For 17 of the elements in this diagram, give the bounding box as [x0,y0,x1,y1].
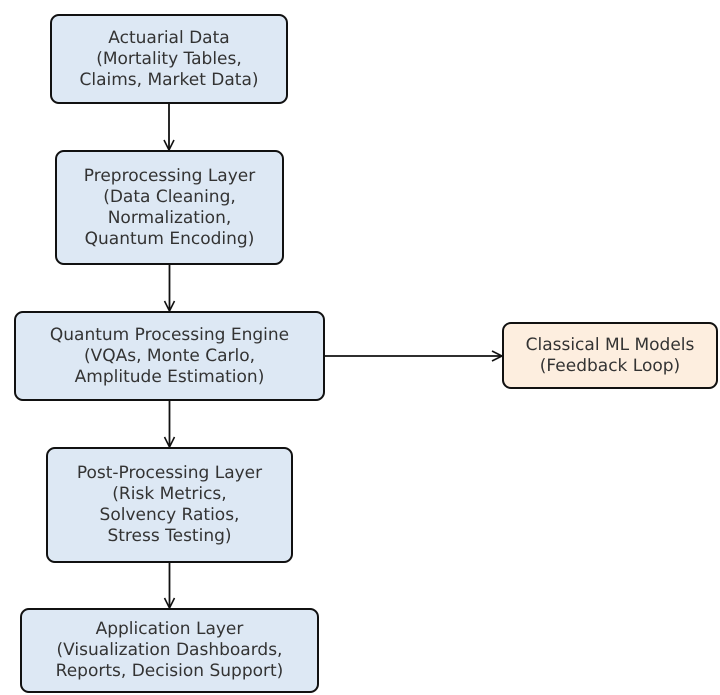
box-label: Quantum Processing Engine (VQAs, Monte Carlo, Amplitude Estimation) [48,324,290,388]
process-box [55,150,284,265]
arrow [164,563,176,609]
box-label: Classical ML Models (Feedback Loop) [524,334,696,376]
box-label: Post-Processing Layer (Risk Metrics, Solvency Ratios, Stress Testing) [76,463,264,547]
arrow [325,350,503,362]
process-box [46,447,293,563]
arrow [164,265,176,312]
process-box [50,14,288,104]
box-label: Preprocessing Layer (Data Cleaning, Normalization, Quantum Encoding) [82,166,256,250]
box-label: Actuarial Data (Mortality Tables, Claims, Market Data) [78,28,260,90]
process-box [20,608,319,693]
arrow [163,104,175,151]
box-label: Application Layer (Visualization Dashboards, Reports, Decision Support) [54,619,284,682]
process-box [502,322,718,389]
arrow [164,401,176,448]
process-box [14,311,325,401]
